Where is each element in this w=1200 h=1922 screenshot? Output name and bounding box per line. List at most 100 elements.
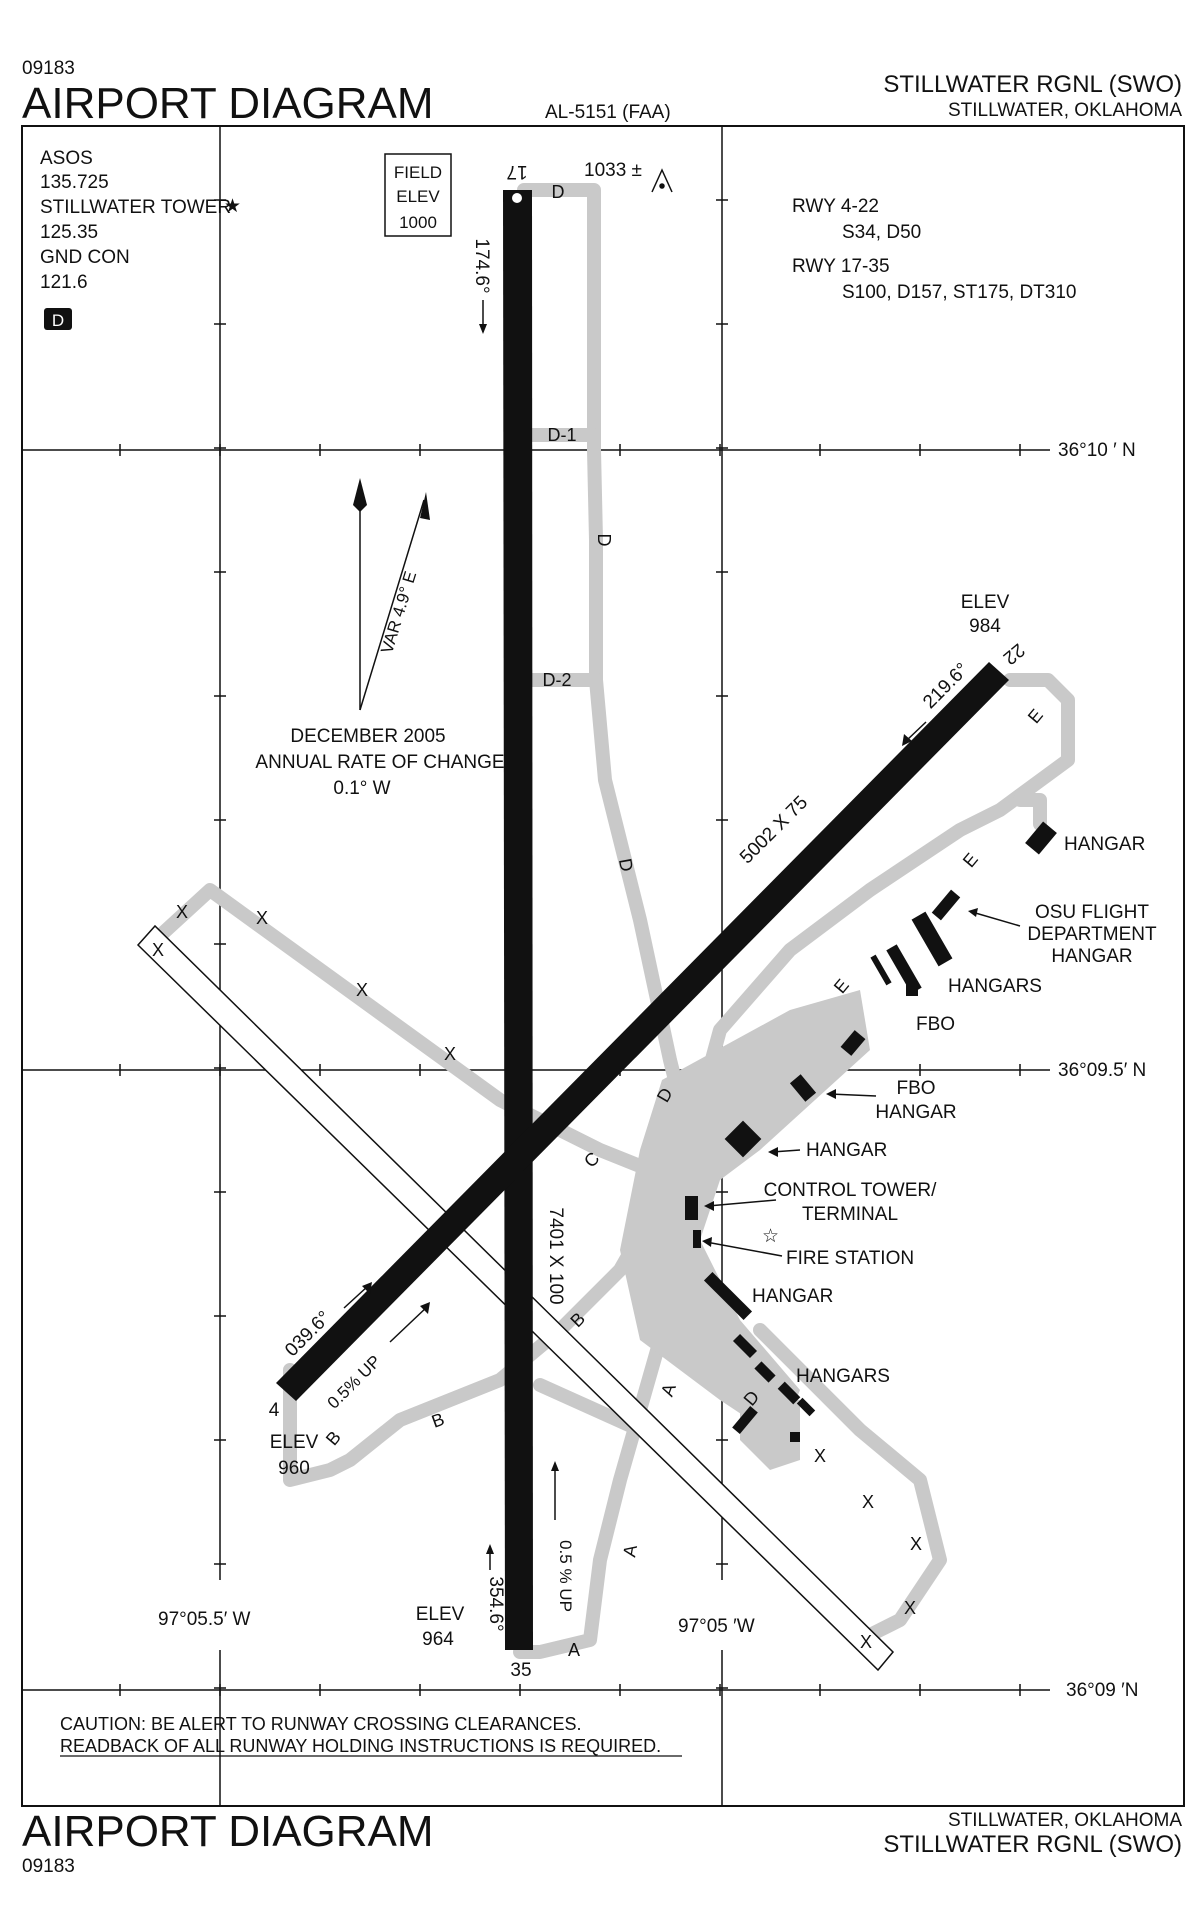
runway-end-35: 35 xyxy=(510,1660,531,1681)
taxiway-label-a: A xyxy=(619,1543,641,1558)
closed-marking: X xyxy=(444,1044,456,1064)
hangar-building xyxy=(754,1361,776,1383)
arrow-ne-icon xyxy=(420,1302,430,1314)
hangars-label: HANGARS xyxy=(796,1366,890,1387)
hangar-label: HANGAR xyxy=(1064,834,1145,855)
comm-asos: ASOS xyxy=(40,148,93,169)
hangar-building xyxy=(777,1381,801,1405)
airport-reference-point xyxy=(512,193,522,203)
arrow-ne-icon xyxy=(362,1282,372,1294)
footer-airport: STILLWATER RGNL (SWO) xyxy=(883,1831,1182,1858)
elev-35-value: 964 xyxy=(422,1629,454,1650)
elev-label: ELEV xyxy=(270,1432,319,1453)
taxiway-x-south xyxy=(753,1323,947,1642)
arrow-sw-icon xyxy=(902,734,912,746)
leader-line xyxy=(829,1093,877,1097)
runway-end-17: 17 xyxy=(506,161,527,182)
elev-4-value: 960 xyxy=(278,1458,310,1479)
closed-marking: X xyxy=(256,908,268,928)
tower-label: TERMINAL xyxy=(802,1204,898,1225)
taxiway-b xyxy=(283,1193,667,1487)
runway-end-4: 4 xyxy=(269,1400,280,1421)
taxiway-label-e: E xyxy=(1024,705,1047,727)
caution-line-1: CAUTION: BE ALERT TO RUNWAY CROSSING CLE… xyxy=(60,1714,581,1734)
diagram-frame xyxy=(21,125,1185,1807)
field-elev-label: FIELD xyxy=(394,163,442,182)
taxiway-label-a: A xyxy=(568,1640,580,1660)
hangar-building xyxy=(732,1333,758,1359)
taxiway-d-north xyxy=(517,183,603,547)
hangar-building xyxy=(886,944,922,994)
taxiway-label-a: A xyxy=(657,1381,680,1399)
strength-values: S100, D157, ST175, DT310 xyxy=(842,282,1076,303)
heading-arrow-line xyxy=(343,1285,369,1309)
diagram-title: AIRPORT DIAGRAM xyxy=(22,79,434,128)
closed-marking: X xyxy=(176,902,188,922)
leader-line xyxy=(705,1241,783,1257)
heading-arrow-line xyxy=(905,721,927,742)
fbo-hangar-label: FBO xyxy=(896,1078,935,1099)
field-elev-box xyxy=(384,153,452,237)
closed-marking: X xyxy=(814,1446,826,1466)
fbo-label: FBO xyxy=(916,1014,955,1035)
leader-line xyxy=(707,1199,777,1207)
field-elev-label: ELEV xyxy=(396,187,440,206)
fire-station-building xyxy=(693,1230,701,1248)
strength-values: S34, D50 xyxy=(842,222,921,243)
taxiway-d xyxy=(589,533,697,1147)
runway-4-22 xyxy=(276,662,1009,1401)
taxiway-label-d2: D-2 xyxy=(542,670,571,690)
taxiway-label-b: B xyxy=(429,1409,447,1432)
osu-hangar-building xyxy=(911,911,953,967)
field-elev-value: 1000 xyxy=(399,213,437,232)
hangar-building xyxy=(724,1120,762,1158)
elev-label: ELEV xyxy=(961,592,1010,613)
document-number: AL-5151 (FAA) xyxy=(545,102,671,123)
latitude-label: 36°09.5′ N xyxy=(1058,1060,1146,1081)
hangar-building xyxy=(1025,821,1057,855)
hangar-building xyxy=(703,1271,753,1321)
hangar-label: HANGAR xyxy=(806,1140,887,1161)
taxiway-label-e: E xyxy=(959,849,982,871)
hangar-building xyxy=(840,1030,866,1056)
footer-location: STILLWATER, OKLAHOMA xyxy=(948,1810,1182,1831)
true-north-arrow-icon xyxy=(353,478,367,512)
arrow-left-icon xyxy=(702,1237,712,1247)
airspace-d-badge xyxy=(44,308,72,330)
chart-id: 09183 xyxy=(22,58,75,79)
comm-tower-freq: 125.35 xyxy=(40,222,98,243)
closed-marking: X xyxy=(862,1492,874,1512)
magnetic-variation: VAR 4.9° E xyxy=(377,569,420,656)
closed-marking: X xyxy=(152,940,164,960)
taxiway-e xyxy=(683,673,1075,1147)
taxiway-label-b: B xyxy=(322,1427,345,1449)
main-apron xyxy=(620,990,870,1440)
closed-marking: X xyxy=(910,1534,922,1554)
footer-title: AIRPORT DIAGRAM xyxy=(22,1807,434,1856)
taxiway-e-hangar-stub xyxy=(1013,793,1047,831)
closed-marking: X xyxy=(356,980,368,1000)
magnetic-north-line xyxy=(359,499,425,711)
closed-marking: X xyxy=(860,1632,872,1652)
slope-arrow-line xyxy=(389,1305,429,1343)
caution-line-2: READBACK OF ALL RUNWAY HOLDING INSTRUCTI… xyxy=(60,1736,661,1756)
elev-label: ELEV xyxy=(416,1604,465,1625)
taxiway-b-connector xyxy=(533,1378,647,1437)
strength-rwy-4-22: RWY 4-22 xyxy=(792,196,879,217)
magnetic-north-arrow-icon xyxy=(420,492,430,520)
fbo-building xyxy=(906,984,918,996)
airport-name: STILLWATER RGNL (SWO) xyxy=(883,71,1182,98)
fbo-hangar-building xyxy=(789,1074,817,1102)
hangar-building xyxy=(796,1397,816,1417)
runway-17-35-slope: 0.5 % UP xyxy=(556,1540,575,1612)
leader-line xyxy=(971,911,1021,927)
osu-hangar-label: HANGAR xyxy=(1051,946,1132,967)
star-icon: ★ xyxy=(224,196,241,217)
hangars-label: HANGARS xyxy=(948,976,1042,997)
latitude-label: 36°10 ′ N xyxy=(1058,440,1136,461)
arrow-left-icon xyxy=(826,1089,836,1099)
taxiway-label-d: D xyxy=(552,182,565,202)
obstacle-icon xyxy=(651,168,673,193)
arrow-up-icon xyxy=(551,1461,559,1471)
